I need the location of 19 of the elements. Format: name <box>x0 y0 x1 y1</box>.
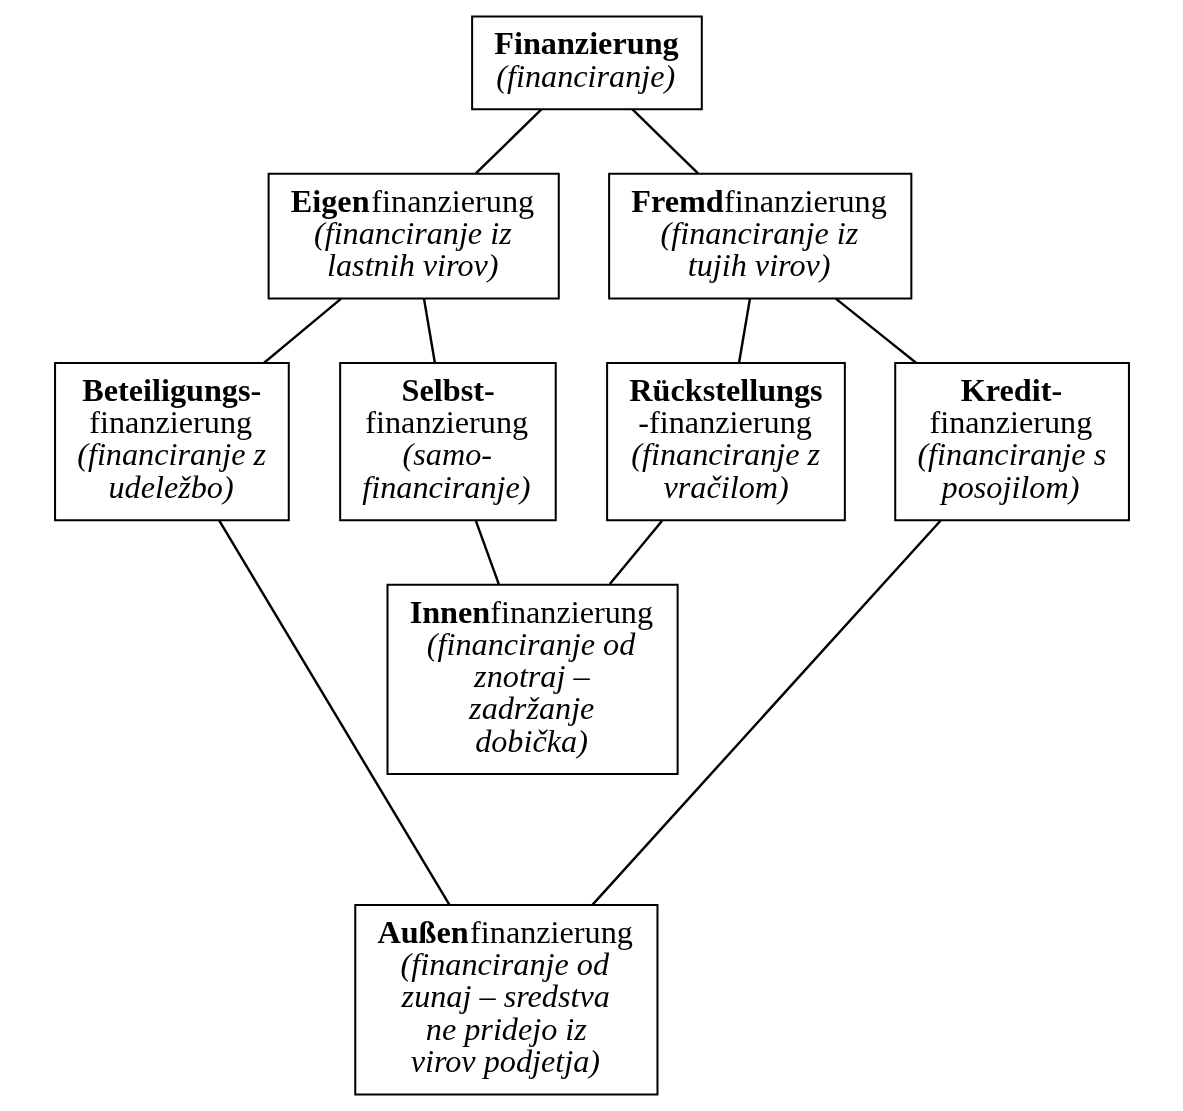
connector <box>591 519 942 906</box>
node-box: Eigenfinanzierung (financiranje iz lastnih virov) <box>267 172 560 300</box>
node-box: Fremdfinanzierung (financiranje iz tujih virov) <box>607 172 912 300</box>
connector <box>262 297 342 364</box>
connector <box>474 520 500 585</box>
connector <box>422 298 436 363</box>
connector <box>834 297 917 364</box>
connector <box>608 520 663 585</box>
connector <box>737 298 751 363</box>
node-box: Kredit- finanzierung (financiranje s posojilom) <box>893 362 1130 522</box>
node-box: Selbst- finanzierung (samo- financiranje) <box>338 362 557 522</box>
node-box: Außenfinanzierung (financiranje od zunaj – sredstva ne pridejo iz virov podjetja) <box>353 904 658 1096</box>
node-box: Rückstellungs -finanzierung (financiranje z vračilom) <box>605 362 846 522</box>
connector <box>631 108 699 175</box>
connector <box>474 108 542 175</box>
node-box: Finanzierung (financiranje) <box>470 15 703 111</box>
node-box: Innenfinanzierung (financiranje od znotraj – zadržanje dobička) <box>386 583 679 776</box>
connector <box>217 519 450 906</box>
node-box: Beteiligungs- finanzierung (financiranje z udeležbo) <box>53 362 290 522</box>
